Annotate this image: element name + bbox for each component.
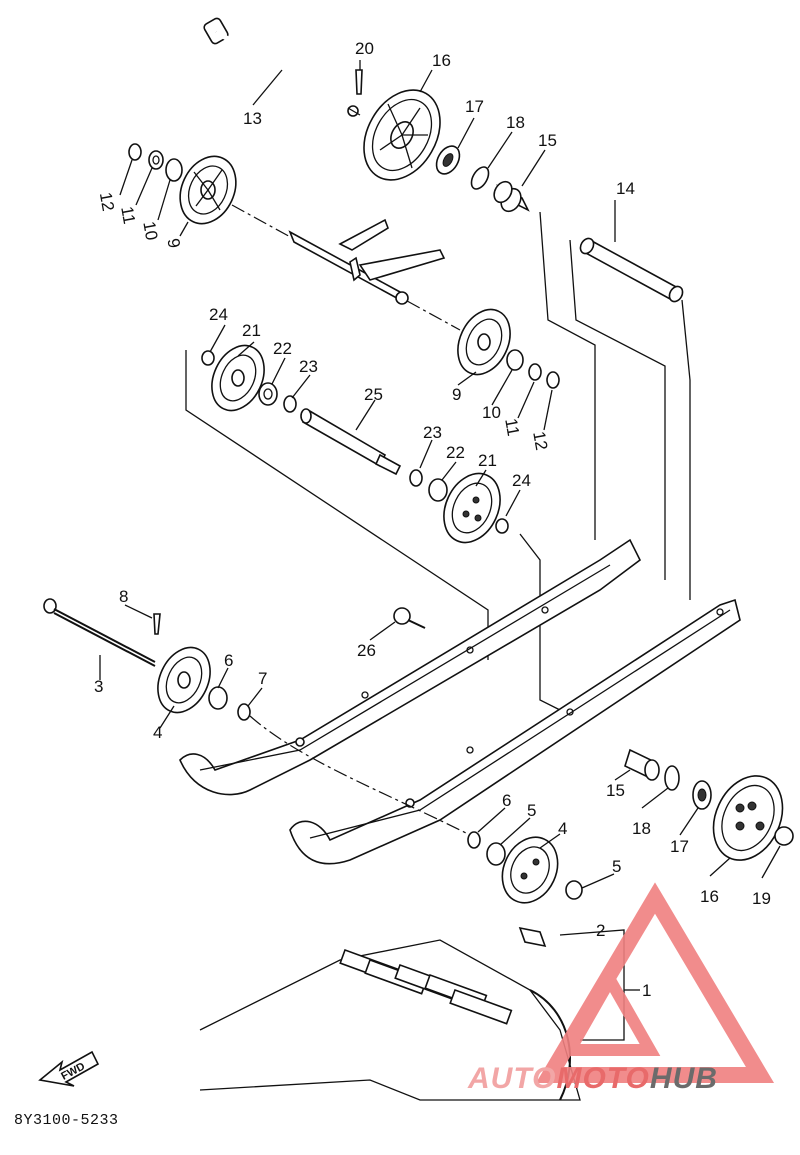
shaft-13 (203, 17, 361, 117)
label-10-right: 10 (482, 403, 501, 422)
label-21-right: 21 (478, 451, 497, 470)
collar-15-bottom (624, 748, 660, 781)
label-14: 14 (616, 179, 635, 198)
fwd-label: FWD (59, 1060, 87, 1082)
shaft-3 (43, 598, 156, 667)
wheel-9-right (457, 308, 511, 376)
brand-moto: MOTO (556, 1062, 650, 1095)
bearing-5-right (486, 842, 506, 866)
label-18-bottom: 18 (632, 819, 651, 838)
pin-20 (355, 69, 363, 95)
watermark-brand: AUTOMOTOHUB (468, 1062, 718, 1096)
clip-6-right (467, 831, 481, 849)
track-assembly (199, 939, 581, 1101)
label-4-right: 4 (558, 819, 567, 838)
slide-rail-left (179, 538, 642, 796)
label-26: 26 (357, 641, 376, 660)
label-21-left: 21 (242, 321, 261, 340)
bearing-17-top (435, 145, 461, 175)
nut-24-left (201, 350, 215, 366)
label-24-right: 24 (512, 471, 531, 490)
shaft-25 (300, 408, 402, 476)
label-8: 8 (119, 587, 128, 606)
leader-lines (99, 60, 781, 889)
label-12-right: 12 (529, 430, 551, 452)
label-7: 5 (612, 857, 621, 876)
shaft-14 (579, 237, 684, 303)
label-11-right: 11 (501, 417, 523, 438)
part-labels: 20 16 17 18 15 13 14 12 11 10 9 24 21 22… (94, 39, 771, 1000)
label-20: 20 (355, 39, 374, 58)
watermark-logo-icon (535, 882, 775, 1083)
wheel-21-left (211, 344, 265, 412)
label-2: 2 (596, 921, 605, 940)
label-6-right: 6 (502, 791, 511, 810)
wheel-21-right (443, 472, 501, 544)
spacer-22-right (428, 478, 448, 502)
label-10-left: 10 (139, 220, 161, 242)
nut-12-top-left (128, 143, 142, 161)
slide-rail-right (289, 598, 741, 865)
label-16-bottom: 16 (700, 887, 719, 906)
circlip-18-top (470, 166, 490, 190)
label-15-bottom: 15 (606, 781, 625, 800)
fwd-direction-arrow: FWD (38, 1050, 100, 1087)
bearing-10-top-left (165, 158, 183, 182)
label-5-right: 5 (527, 801, 536, 820)
label-12-left: 12 (96, 191, 118, 213)
label-6-left: 7 (258, 669, 267, 688)
washer-11-right (528, 363, 542, 381)
washer-11-top-left (148, 150, 164, 170)
cap-19 (774, 826, 794, 846)
label-11-left: 11 (117, 205, 139, 226)
nut-7 (565, 880, 583, 900)
label-13: 13 (243, 109, 262, 128)
label-9-left: 9 (163, 237, 183, 250)
label-22-right: 22 (446, 443, 465, 462)
label-19: 19 (752, 889, 771, 908)
label-16-top: 16 (432, 51, 451, 70)
nut-24-right (495, 518, 509, 534)
label-18-top: 18 (506, 113, 525, 132)
wheel-4-right (501, 836, 559, 904)
brand-hub: HUB (649, 1062, 718, 1095)
pin-8 (153, 613, 161, 635)
clip-23-right (409, 469, 423, 487)
wheel-16-top (363, 89, 441, 181)
bearing-10-right (506, 349, 524, 371)
wheel-4-left (157, 646, 211, 714)
label-17-bottom: 17 (670, 837, 689, 856)
label-4-left: 4 (153, 723, 162, 742)
label-3: 3 (94, 677, 103, 696)
wheel-9-top-left (179, 155, 237, 225)
bearing-17-bottom (692, 780, 712, 810)
wheel-16-bottom (712, 775, 784, 861)
clip-23-left (283, 395, 297, 413)
label-1: 1 (642, 981, 651, 1000)
label-9-right: 9 (452, 385, 461, 404)
clip-6-left (237, 703, 251, 721)
label-23-right: 23 (423, 423, 442, 442)
center-arm (288, 218, 446, 305)
spacer-22-left (258, 382, 278, 406)
label-5-left: 6 (224, 651, 233, 670)
label-25: 25 (364, 385, 383, 404)
clip-2 (518, 926, 547, 948)
bearing-5-left (208, 686, 228, 710)
label-17-top: 17 (465, 97, 484, 116)
label-15-top: 15 (538, 131, 557, 150)
brand-auto: AUTO (468, 1062, 557, 1095)
collar-15-top (493, 180, 530, 213)
bolt-26 (393, 607, 426, 629)
label-22-left: 22 (273, 339, 292, 358)
label-24-left: 24 (209, 305, 228, 324)
label-23-left: 23 (299, 357, 318, 376)
nut-12-right (546, 371, 560, 389)
circlip-18-bottom (664, 765, 680, 791)
drawing-code: 8Y3100-5233 (14, 1112, 119, 1129)
